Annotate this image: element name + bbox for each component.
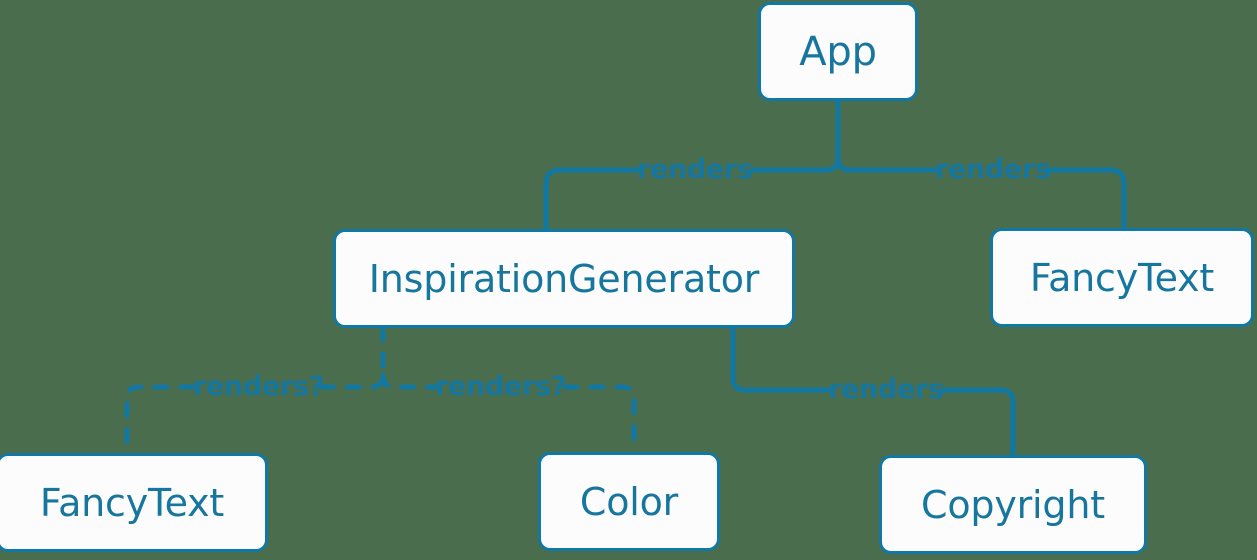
edge-inspiration-to-copyright xyxy=(730,325,831,393)
edge-inspiration-to-fancytext-bottom xyxy=(124,384,196,456)
node-fancytext-top-label: FancyText xyxy=(1029,255,1215,300)
node-fancytext-bottom[interactable]: FancyText xyxy=(0,453,268,552)
node-color[interactable]: Color xyxy=(538,452,720,551)
edge-label-inspiration-to-fancytext-bottom: renders? xyxy=(193,371,325,402)
node-copyright[interactable]: Copyright xyxy=(879,455,1147,554)
edge-label-inspiration-to-copyright: renders xyxy=(828,374,944,405)
edge-inspiration-to-color xyxy=(562,384,637,455)
edge-app-to-fancytext-top xyxy=(1045,167,1127,231)
edge-app-stem-right xyxy=(835,155,938,173)
node-fancytext-top[interactable]: FancyText xyxy=(990,228,1254,327)
node-fancytext-bottom-label: FancyText xyxy=(39,480,225,525)
edge-label-inspiration-to-color: renders? xyxy=(435,371,567,402)
edge-inspiration-dashed-stem-right xyxy=(380,372,438,390)
edge-inspiration-to-copyright-tail xyxy=(940,387,1016,458)
edge-inspiration-dashed-stem xyxy=(317,325,386,390)
edge-label-app-to-inspiration: renders xyxy=(637,154,753,185)
edge-label-app-to-fancytext-top: renders xyxy=(935,154,1051,185)
node-inspiration-generator-label: InspirationGenerator xyxy=(368,256,760,301)
node-color-label: Color xyxy=(579,479,679,524)
edge-app-stem xyxy=(750,98,841,173)
node-inspiration-generator[interactable]: InspirationGenerator xyxy=(333,229,795,328)
node-copyright-label: Copyright xyxy=(921,482,1105,527)
node-app[interactable]: App xyxy=(758,2,918,101)
edge-app-to-inspiration xyxy=(543,167,640,232)
node-app-label: App xyxy=(799,28,877,75)
